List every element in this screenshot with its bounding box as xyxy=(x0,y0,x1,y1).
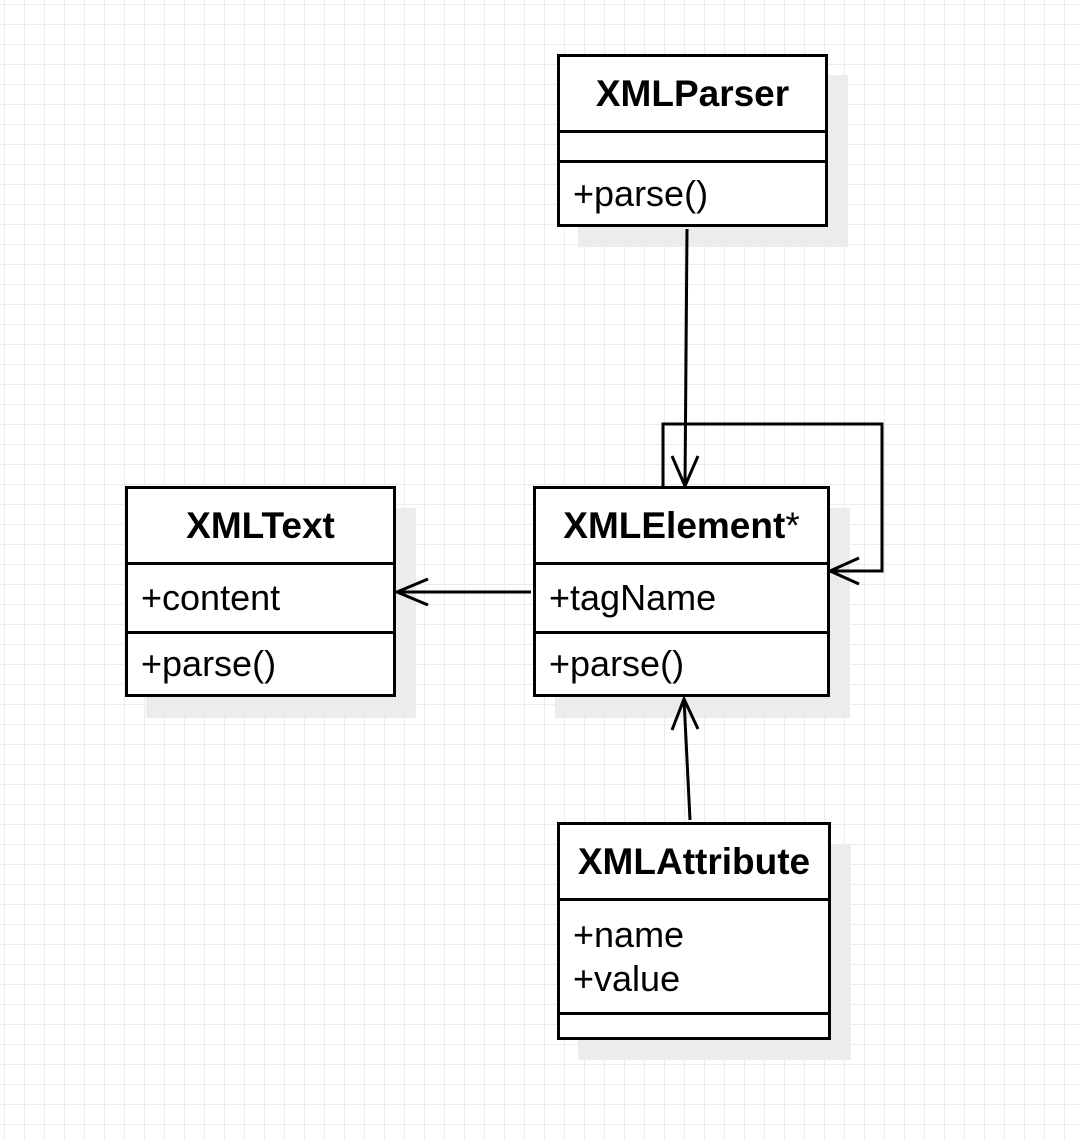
xmlelement-name-text: XMLElement xyxy=(563,504,786,546)
element-self-association-line xyxy=(661,422,884,573)
xmltext-attribute-content: +content xyxy=(141,577,281,618)
xmlelement-attribute-tagname: +tagName xyxy=(549,577,717,618)
xmlelement-method-parse: +parse() xyxy=(549,643,685,684)
attribute-to-element-line xyxy=(682,698,692,821)
xmltext-class[interactable]: XMLText +content +parse() xyxy=(125,486,396,697)
xmlparser-class[interactable]: XMLParser +parse() xyxy=(557,54,828,227)
xmlparser-methods-section: +parse() xyxy=(560,163,825,224)
element-self-association-arrowhead xyxy=(826,556,860,586)
xmlelement-attributes-section: +tagName xyxy=(536,565,827,634)
xmltext-method-parse: +parse() xyxy=(141,643,277,684)
xmlattribute-class-name: XMLAttribute xyxy=(560,825,828,901)
attribute-to-element-arrowhead xyxy=(670,695,700,731)
xmlparser-name-text: XMLParser xyxy=(595,72,790,114)
xmlparser-method-parse: +parse() xyxy=(573,172,709,214)
parser-to-element-line xyxy=(683,228,689,487)
xmltext-class-name: XMLText xyxy=(128,489,393,565)
xmlattribute-attribute-value: +value xyxy=(573,957,681,999)
xmlelement-class-name: XMLElement* xyxy=(536,489,827,565)
xmlparser-attributes-section xyxy=(560,133,825,163)
element-to-text-arrowhead xyxy=(393,577,429,607)
xmlattribute-methods-section xyxy=(560,1015,828,1037)
xmltext-methods-section: +parse() xyxy=(128,634,393,694)
xmlelement-name-suffix: * xyxy=(785,504,800,546)
xmlelement-methods-section: +parse() xyxy=(536,634,827,694)
xmlattribute-attributes-section: +name +value xyxy=(560,901,828,1015)
xmlattribute-attribute-name: +name xyxy=(573,913,685,955)
xmlelement-class[interactable]: XMLElement* +tagName +parse() xyxy=(533,486,830,697)
xmltext-attributes-section: +content xyxy=(128,565,393,634)
xmlattribute-name-text: XMLAttribute xyxy=(577,840,811,882)
xmlparser-class-name: XMLParser xyxy=(560,57,825,133)
xmltext-name-text: XMLText xyxy=(186,504,335,546)
xmlattribute-class[interactable]: XMLAttribute +name +value xyxy=(557,822,831,1040)
